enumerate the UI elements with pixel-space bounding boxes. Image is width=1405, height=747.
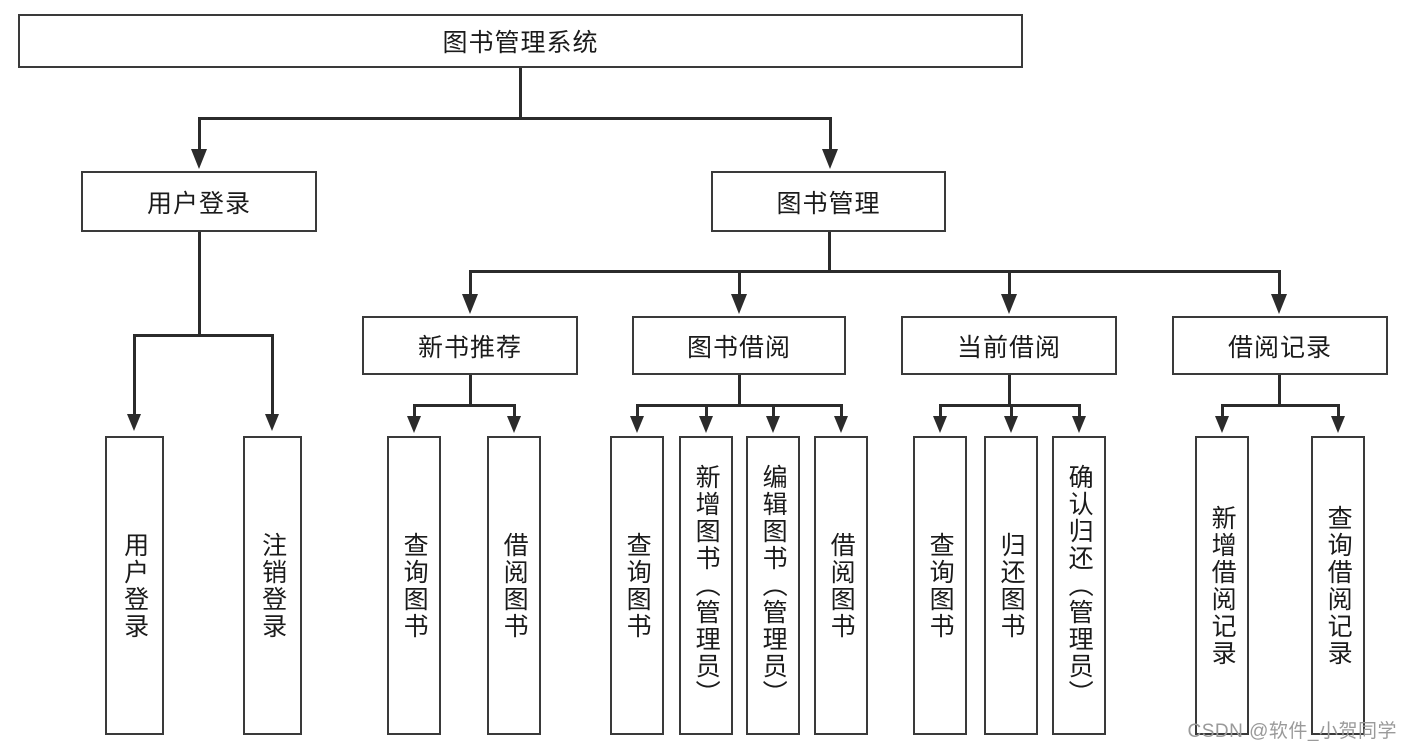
connector-book-manage-to-borrow-record [1278,270,1281,296]
node-label: 归还图书 [997,531,1026,640]
node-label: 用户登录 [146,189,251,218]
node-leaf-query-book-borrowing[interactable]: 查询图书 [610,436,664,735]
node-label: 用户登录 [120,531,149,640]
node-label: 确认归还（管理员） [1065,464,1094,707]
connector-book-borrow-to-leaf-3 [772,404,775,418]
node-label: 图书管理 [776,189,881,218]
node-leaf-borrow-book-borrowing[interactable]: 借阅图书 [814,436,868,735]
arrow-borrow-record-to-leaf-2 [1331,416,1345,433]
arrow-root-to-user-login [191,149,207,169]
arrow-book-manage-to-new-book-rec [462,294,478,314]
connector-book-manage-stem [828,232,831,272]
node-leaf-add-book-admin[interactable]: 新增图书（管理员） [679,436,733,735]
node-leaf-borrow-book-recommendation[interactable]: 借阅图书 [487,436,541,735]
node-label: 查询图书 [400,531,429,640]
node-book-management[interactable]: 图书管理 [711,171,946,232]
arrow-book-manage-to-current-borrow [1001,294,1017,314]
arrow-user-login-to-leaf-1 [127,414,141,431]
arrow-borrow-record-to-leaf-1 [1215,416,1229,433]
node-leaf-logout-login[interactable]: 注销登录 [243,436,302,735]
node-leaf-confirm-return-admin[interactable]: 确认归还（管理员） [1052,436,1106,735]
node-user-login[interactable]: 用户登录 [81,171,317,232]
arrow-current-borrow-to-leaf-3 [1072,416,1086,433]
node-new-book-recommendation[interactable]: 新书推荐 [362,316,578,375]
connector-book-manage-to-current-borrow [1008,270,1011,296]
arrow-book-borrow-to-leaf-4 [834,416,848,433]
node-label: 查询图书 [926,531,955,640]
connector-current-borrow-bus [940,404,1079,407]
node-label: 借阅图书 [500,531,529,640]
node-root-book-management-system[interactable]: 图书管理系统 [18,14,1023,68]
connector-new-book-rec-stem [469,375,472,406]
node-leaf-add-borrowing-record[interactable]: 新增借阅记录 [1195,436,1249,735]
connector-book-borrow-stem [738,375,741,406]
connector-book-borrow-to-leaf-1 [636,404,639,418]
node-label: 图书管理系统 [442,29,599,57]
node-book-borrowing[interactable]: 图书借阅 [632,316,846,375]
arrow-current-borrow-to-leaf-2 [1004,416,1018,433]
arrow-root-to-book-manage [822,149,838,169]
connector-current-borrow-to-leaf-3 [1078,404,1081,418]
connector-current-borrow-to-leaf-2 [1010,404,1013,418]
node-leaf-query-book-recommendation[interactable]: 查询图书 [387,436,441,735]
arrow-book-borrow-to-leaf-3 [766,416,780,433]
connector-book-borrow-to-leaf-2 [705,404,708,418]
arrow-book-manage-to-book-borrow [731,294,747,314]
node-label: 新增借阅记录 [1208,504,1237,667]
node-label: 注销登录 [258,531,287,640]
connector-root-to-user-login [198,117,201,151]
watermark-text: CSDN @软件_小贺同学 [1187,721,1397,742]
connector-user-login-to-leaf-2 [271,334,274,416]
connector-book-manage-bus [470,270,1279,273]
node-borrowing-record[interactable]: 借阅记录 [1172,316,1388,375]
arrow-new-book-rec-to-leaf-2 [507,416,521,433]
node-label: 图书借阅 [686,333,791,362]
connector-new-book-rec-to-leaf-1 [413,404,416,418]
node-leaf-query-borrowing-record[interactable]: 查询借阅记录 [1311,436,1365,735]
connector-user-login-stem [198,232,201,336]
node-current-borrowing[interactable]: 当前借阅 [901,316,1117,375]
connector-borrow-record-bus [1222,404,1339,407]
arrow-user-login-to-leaf-2 [265,414,279,431]
connector-book-manage-to-book-borrow [738,270,741,296]
node-label: 新书推荐 [417,333,522,362]
node-leaf-return-book[interactable]: 归还图书 [984,436,1038,735]
connector-borrow-record-to-leaf-1 [1221,404,1224,418]
connector-root-to-book-manage [829,117,832,151]
connector-book-manage-to-new-book-rec [469,270,472,296]
connector-user-login-to-leaf-1 [133,334,136,416]
node-label: 查询借阅记录 [1324,504,1353,667]
node-label: 借阅图书 [827,531,856,640]
arrow-current-borrow-to-leaf-1 [933,416,947,433]
connector-new-book-rec-bus [414,404,515,407]
connector-current-borrow-stem [1008,375,1011,406]
node-label: 新增图书（管理员） [692,464,721,707]
node-label: 当前借阅 [956,333,1061,362]
node-leaf-edit-book-admin[interactable]: 编辑图书（管理员） [746,436,800,735]
node-label: 借阅记录 [1227,333,1332,362]
node-label: 编辑图书（管理员） [759,464,788,707]
arrow-book-borrow-to-leaf-2 [699,416,713,433]
connector-current-borrow-to-leaf-1 [939,404,942,418]
node-leaf-query-book-current[interactable]: 查询图书 [913,436,967,735]
node-label: 查询图书 [623,531,652,640]
arrow-book-borrow-to-leaf-1 [630,416,644,433]
connector-user-login-bus [134,334,272,337]
arrow-new-book-rec-to-leaf-1 [407,416,421,433]
connector-book-borrow-to-leaf-4 [840,404,843,418]
connector-root-bus [199,117,831,120]
connector-root-stem [519,67,522,119]
connector-new-book-rec-to-leaf-2 [513,404,516,418]
connector-borrow-record-stem [1278,375,1281,406]
arrow-book-manage-to-borrow-record [1271,294,1287,314]
node-leaf-user-login[interactable]: 用户登录 [105,436,164,735]
connector-borrow-record-to-leaf-2 [1337,404,1340,418]
connector-book-borrow-bus [637,404,841,407]
